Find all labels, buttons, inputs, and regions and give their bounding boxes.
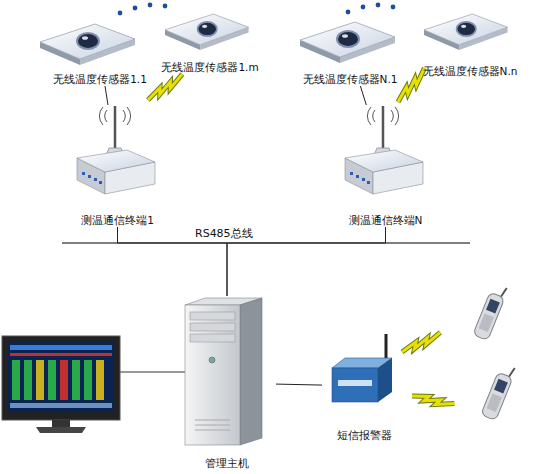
wireless-bolts [400, 332, 443, 352]
sensor-icon [300, 22, 395, 63]
alarm-node: 短信报警器 [322, 330, 406, 442]
host-tower-illustration [190, 334, 235, 342]
monitor-illustration [60, 360, 68, 400]
host-tower-illustration [190, 312, 235, 320]
mobile-phone [473, 283, 509, 341]
ellipsis-dots [133, 6, 138, 11]
node-label: 无线温度传感器N.1 [303, 73, 398, 86]
wireless-bolts [144, 74, 186, 100]
sms-alarm-illustration [338, 380, 372, 386]
monitor-illustration [96, 360, 104, 400]
sensor-node: 无线温度传感器1.1 [50, 22, 150, 86]
terminal-icon [77, 106, 155, 194]
node-label: 短信报警器 [337, 429, 392, 442]
monitor-illustration [10, 345, 112, 350]
ellipsis-dots [163, 4, 168, 9]
host-node: 管理主机 [178, 296, 276, 470]
ellipsis-dots [118, 3, 396, 16]
ellipsis-dots [118, 11, 123, 16]
node-label: 管理主机 [205, 457, 249, 470]
ellipsis-dots [148, 3, 153, 8]
ellipsis-dots [376, 3, 381, 8]
wireless-bolts [400, 332, 443, 352]
terminal-icon [345, 106, 423, 194]
node-label: 无线温度传感器N.n [423, 65, 518, 78]
sms-alarm-illustration [332, 334, 392, 402]
node-label: 测温通信终端1 [81, 214, 154, 227]
monitor-illustration [2, 336, 185, 433]
ellipsis-dots [346, 10, 351, 15]
node-label: 无线温度传感器1.1 [53, 73, 147, 86]
node-label: 无线温度传感器1.m [161, 61, 258, 74]
host-tower-illustration [195, 430, 230, 431]
host-tower-illustration [185, 298, 262, 445]
host-tower-illustration [209, 357, 215, 363]
sensor-node: 无线温度传感器1.m [160, 14, 260, 74]
sensor-icon [40, 24, 135, 65]
monitor-illustration [10, 403, 112, 408]
bus-label: RS485总线 [195, 227, 253, 240]
sensor-icon [165, 14, 249, 50]
monitor-illustration [36, 360, 44, 400]
host-tower-illustration [190, 323, 235, 331]
sensor-icons [40, 14, 508, 65]
monitor-illustration [52, 420, 70, 427]
monitor-illustration [2, 336, 120, 420]
monitor-cable [120, 372, 185, 373]
sms-alarm-illustration [378, 358, 392, 402]
connector-line [360, 86, 366, 105]
host-tower-illustration [195, 420, 230, 421]
host-tower-illustration [195, 425, 230, 426]
monitor-illustration [72, 360, 80, 400]
node-label: 测温通信终端N [349, 214, 423, 227]
mobile-phone [481, 363, 517, 421]
monitor-illustration [36, 427, 86, 433]
host-tower-illustration [240, 298, 262, 445]
wireless-bolts [412, 388, 454, 412]
terminal-icons [77, 106, 423, 194]
connector-line [276, 384, 322, 385]
ellipsis-dots [391, 5, 396, 10]
terminal-node: 测温通信终端1 [70, 105, 165, 227]
ellipsis-dots [361, 5, 366, 10]
monitor-illustration [10, 353, 112, 356]
monitor-illustration [12, 360, 20, 400]
monitor-illustration [48, 360, 56, 400]
wireless-bolts [412, 388, 454, 412]
terminal-node: 测温通信终端N [338, 105, 433, 227]
sms-alarm-illustration [332, 368, 378, 402]
wireless-bolts [144, 74, 186, 100]
sensor-icon [424, 14, 508, 50]
host-tower-illustration [185, 305, 240, 445]
mobile-phones [473, 283, 517, 421]
sensor-node: 无线温度传感器N.n [420, 12, 520, 78]
monitor-illustration [8, 342, 114, 412]
monitor-illustration [24, 360, 32, 400]
monitor-illustration [84, 360, 92, 400]
sensor-node: 无线温度传感器N.1 [300, 20, 400, 86]
connector-line [105, 86, 108, 105]
